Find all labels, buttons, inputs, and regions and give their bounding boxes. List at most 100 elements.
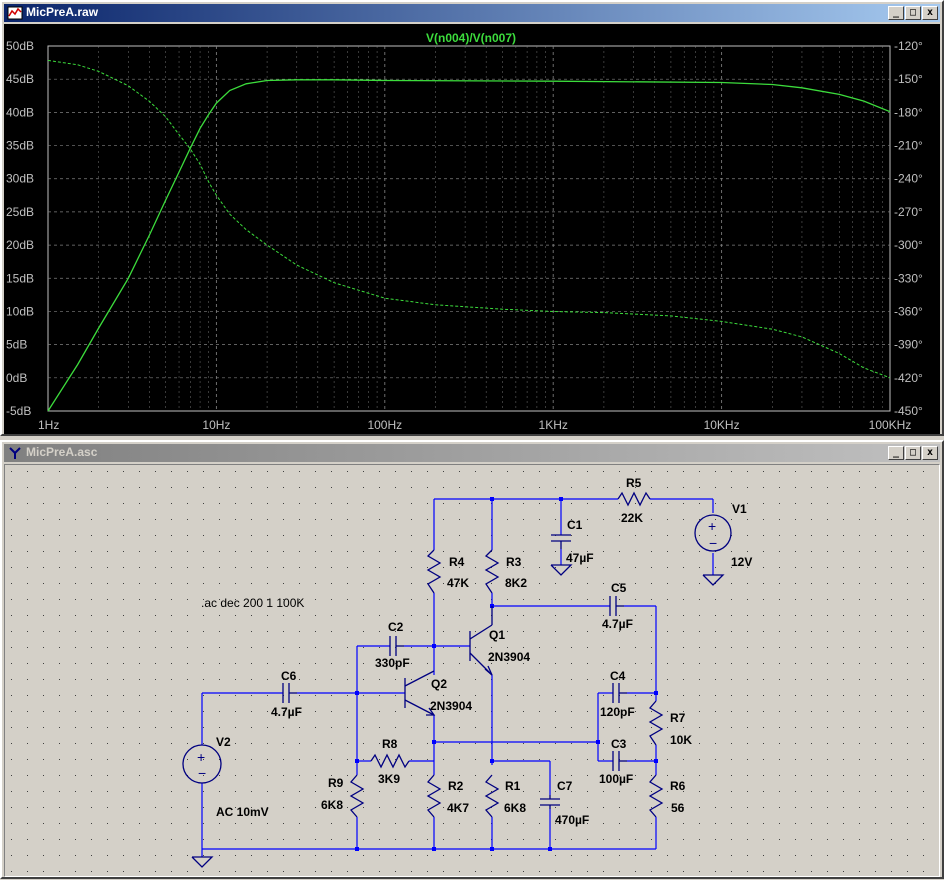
v2-ref: V2 xyxy=(216,735,231,749)
r8-ref: R8 xyxy=(382,737,398,751)
r7-ref: R7 xyxy=(670,711,686,725)
r5-value: 22K xyxy=(621,511,643,525)
q1-value: 2N3904 xyxy=(488,650,530,664)
r2-ref: R2 xyxy=(448,779,464,793)
r3-value: 8K2 xyxy=(505,576,527,590)
r6-value: 56 xyxy=(671,801,685,815)
x-tick-label: 100KHz xyxy=(869,418,912,432)
schematic-minimize-button[interactable]: _ xyxy=(888,446,904,460)
y2-tick-label: -450° xyxy=(894,404,923,418)
y-tick-label: 45dB xyxy=(6,72,34,86)
r5-ref: R5 xyxy=(626,476,642,490)
schematic-close-button[interactable]: x xyxy=(922,446,938,460)
schematic-window: MicPreA.asc _ □ x xyxy=(0,440,944,879)
r3-ref: R3 xyxy=(506,555,522,569)
y-tick-label: 35dB xyxy=(6,139,34,153)
trace-label[interactable]: V(n004)/V(n007) xyxy=(426,31,516,45)
y2-tick-label: -390° xyxy=(894,338,923,352)
c6-value: 4.7µF xyxy=(271,705,302,719)
v1-value: 12V xyxy=(731,555,752,569)
x-tick-label: 100Hz xyxy=(367,418,402,432)
c1-value: 47µF xyxy=(566,551,594,565)
waveform-window-icon xyxy=(7,6,23,20)
c2-value: 330pF xyxy=(375,656,410,670)
v2-value: AC 10mV xyxy=(216,805,269,819)
schematic-drawing[interactable]: +− +− .ac dec 200 1 100K R5 22K V1 12V C… xyxy=(5,465,939,876)
y-tick-label: 10dB xyxy=(6,304,34,318)
y-tick-label: 50dB xyxy=(6,39,34,53)
r9-value: 6K8 xyxy=(321,798,343,812)
v1-ref: V1 xyxy=(732,502,747,516)
c2-ref: C2 xyxy=(388,620,404,634)
schematic-window-titlebar[interactable]: MicPreA.asc _ □ x xyxy=(4,444,940,462)
directive-text[interactable]: .ac dec 200 1 100K xyxy=(201,596,304,610)
r9-ref: R9 xyxy=(328,776,344,790)
magnitude-trace xyxy=(47,79,891,412)
y-tick-label: 5dB xyxy=(6,338,27,352)
r4-ref: R4 xyxy=(449,555,465,569)
y2-tick-label: -300° xyxy=(894,238,923,252)
r7-value: 10K xyxy=(670,733,692,747)
c7-value: 470µF xyxy=(555,813,589,827)
wires[interactable] xyxy=(201,498,714,857)
c4-ref: C4 xyxy=(610,669,626,683)
phase-trace xyxy=(47,59,891,379)
y-tick-label: 0dB xyxy=(6,371,27,385)
x-tick-label: 1Hz xyxy=(38,418,59,432)
polarity-marks: +− +− xyxy=(197,518,717,781)
y-tick-label: 40dB xyxy=(6,105,34,119)
x-tick-label: 1KHz xyxy=(539,418,568,432)
svg-text:+: + xyxy=(197,749,205,765)
close-button[interactable]: x xyxy=(922,6,938,20)
c5-value: 4.7µF xyxy=(602,617,633,631)
r1-value: 6K8 xyxy=(504,801,526,815)
plot-frame xyxy=(47,45,891,412)
svg-text:+: + xyxy=(708,518,716,534)
y-tick-label: 25dB xyxy=(6,205,34,219)
y2-tick-label: -330° xyxy=(894,271,923,285)
r8-value: 3K9 xyxy=(378,772,400,786)
plot-window-title: MicPreA.raw xyxy=(26,5,99,19)
y-tick-label: 30dB xyxy=(6,172,34,186)
y2-tick-label: -210° xyxy=(894,139,923,153)
r4-value: 47K xyxy=(447,576,469,590)
x-tick-label: 10Hz xyxy=(202,418,230,432)
svg-text:−: − xyxy=(198,765,206,781)
schematic-window-icon xyxy=(9,447,21,459)
c6-ref: C6 xyxy=(281,669,297,683)
schematic-canvas[interactable]: +− +− .ac dec 200 1 100K R5 22K V1 12V C… xyxy=(4,464,940,877)
c5-ref: C5 xyxy=(611,581,627,595)
y2-tick-label: -270° xyxy=(894,205,923,219)
y-tick-label: 20dB xyxy=(6,238,34,252)
r6-ref: R6 xyxy=(670,779,686,793)
minimize-button[interactable]: _ xyxy=(888,6,904,20)
svg-text:−: − xyxy=(709,535,717,551)
maximize-button[interactable]: □ xyxy=(905,6,921,20)
y2-tick-label: -120° xyxy=(894,39,923,53)
plot-pane[interactable]: V(n004)/V(n007) 50dB 45dB 40dB 35dB 30dB 25dB… xyxy=(4,24,940,434)
x-tick-label: 10KHz xyxy=(704,418,740,432)
y2-tick-label: -240° xyxy=(894,172,923,186)
c4-value: 120pF xyxy=(600,705,635,719)
y2-tick-label: -180° xyxy=(894,105,923,119)
bode-plot[interactable]: V(n004)/V(n007) 50dB 45dB 40dB 35dB 30dB 25dB… xyxy=(4,24,940,434)
c7-ref: C7 xyxy=(557,779,573,793)
r2-value: 4K7 xyxy=(447,801,469,815)
schematic-maximize-button[interactable]: □ xyxy=(905,446,921,460)
q1-ref: Q1 xyxy=(489,628,505,642)
schematic-window-title: MicPreA.asc xyxy=(26,445,98,459)
c1-ref: C1 xyxy=(567,518,583,532)
c3-ref: C3 xyxy=(611,737,627,751)
y-tick-label: -5dB xyxy=(6,404,31,418)
plot-window-titlebar[interactable]: MicPreA.raw _ □ x xyxy=(4,4,940,22)
c3-value: 100µF xyxy=(599,772,633,786)
y2-tick-label: -360° xyxy=(894,304,923,318)
plot-window: MicPreA.raw _ □ x V(n004)/V(n007) 50dB 45… xyxy=(0,0,944,436)
r1-ref: R1 xyxy=(505,779,521,793)
components[interactable] xyxy=(182,491,732,868)
q2-ref: Q2 xyxy=(431,677,447,691)
q2-value: 2N3904 xyxy=(430,699,472,713)
y2-tick-label: -150° xyxy=(894,72,923,86)
y-tick-label: 15dB xyxy=(6,271,34,285)
y2-tick-label: -420° xyxy=(894,371,923,385)
